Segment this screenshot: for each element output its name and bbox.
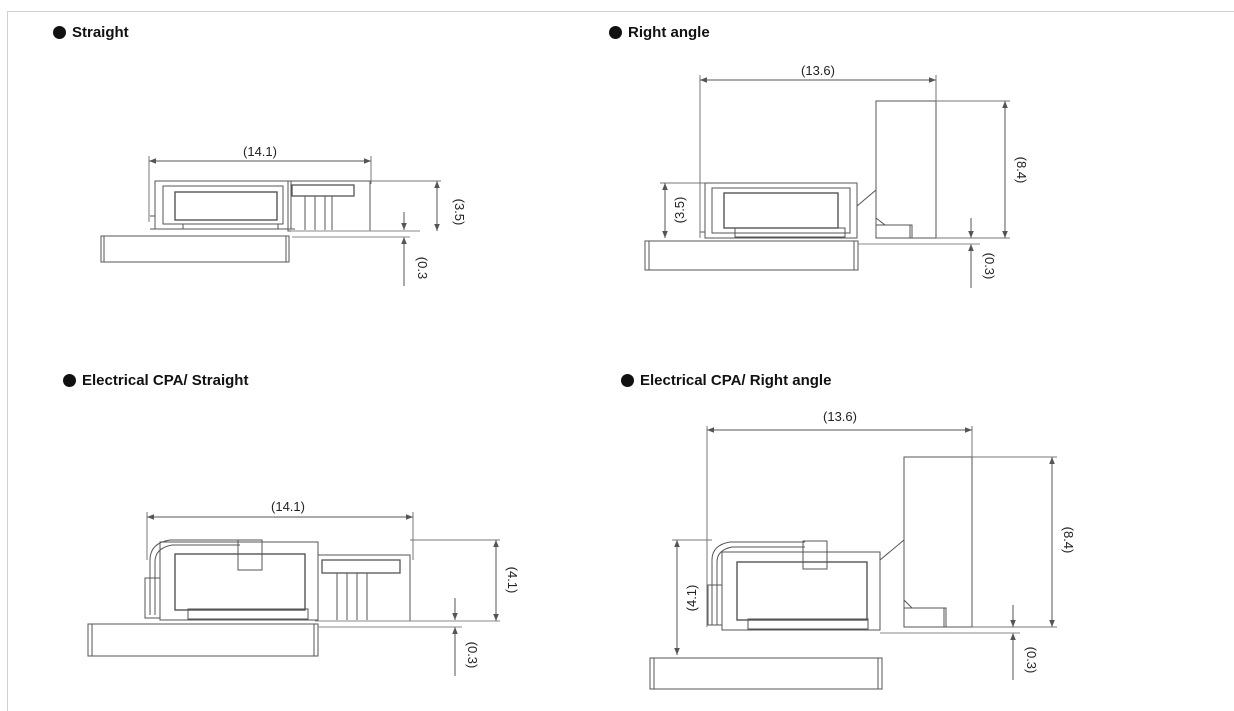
dim-label-gap: (0.3) bbox=[465, 642, 480, 669]
dim-label-length: (13.6) bbox=[801, 63, 835, 78]
heading-cpa-right-angle: Electrical CPA/ Right angle bbox=[621, 372, 831, 389]
header-part bbox=[317, 554, 411, 622]
bullet-icon bbox=[53, 26, 66, 39]
connector-body bbox=[721, 551, 881, 631]
pcb-board bbox=[100, 235, 290, 263]
bullet-icon bbox=[621, 374, 634, 387]
dim-label-height: (3.5) bbox=[452, 199, 467, 226]
heading-cpa-straight: Electrical CPA/ Straight bbox=[63, 372, 248, 389]
header-part bbox=[287, 180, 371, 232]
heading-right-angle: Right angle bbox=[609, 24, 710, 41]
frame-top-border bbox=[7, 11, 1234, 12]
diagram-straight bbox=[100, 156, 441, 286]
dim-label-length: (13.6) bbox=[823, 409, 857, 424]
diagram-cpa-straight bbox=[87, 512, 500, 676]
dim-label-height: (3.5) bbox=[672, 197, 687, 224]
heading-straight: Straight bbox=[53, 24, 129, 41]
pcb-board bbox=[644, 240, 859, 271]
dim-label-length: (14.1) bbox=[271, 499, 305, 514]
dim-label-total-height: (8.4) bbox=[1014, 157, 1029, 184]
bullet-icon bbox=[609, 26, 622, 39]
heading-right-angle-label: Right angle bbox=[628, 24, 710, 41]
pcb-board bbox=[87, 623, 319, 657]
heading-cpa-straight-label: Electrical CPA/ Straight bbox=[82, 372, 249, 389]
dim-label-gap: (0.3) bbox=[982, 253, 997, 280]
dim-label-total-height: (8.4) bbox=[1061, 527, 1076, 554]
dim-label-height: (4.1) bbox=[505, 567, 520, 594]
frame-left-border bbox=[7, 11, 8, 711]
pcb-board bbox=[649, 657, 883, 690]
housing-right-angle bbox=[875, 100, 937, 239]
dim-label-height: (4.1) bbox=[684, 585, 699, 612]
dim-label-length: (14.1) bbox=[243, 144, 277, 159]
dim-label-gap: (0.3) bbox=[1024, 647, 1039, 674]
dim-label-gap: (0.3 bbox=[415, 257, 430, 279]
diagram-cpa-right-angle bbox=[649, 426, 1057, 690]
bullet-icon bbox=[63, 374, 76, 387]
heading-cpa-right-angle-label: Electrical CPA/ Right angle bbox=[640, 372, 832, 389]
diagram-right-angle bbox=[644, 75, 1010, 288]
heading-straight-label: Straight bbox=[72, 24, 129, 41]
connector-body bbox=[704, 182, 858, 239]
housing-right-angle bbox=[903, 456, 973, 628]
